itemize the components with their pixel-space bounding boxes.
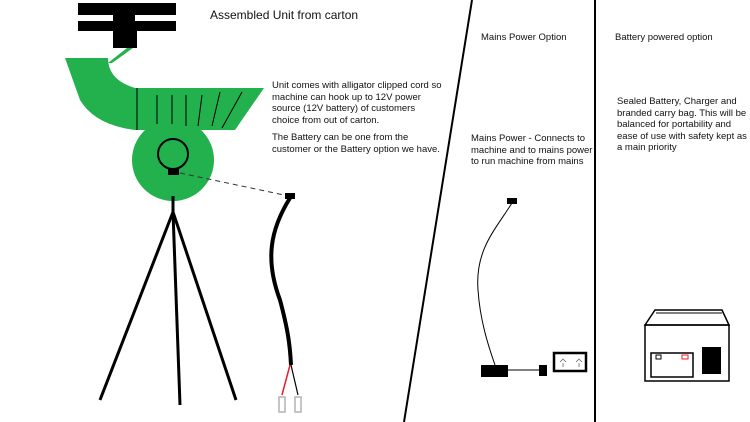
unit-description: Unit comes with alligator clipped cord s… bbox=[272, 80, 442, 161]
tripod bbox=[98, 196, 238, 406]
battery-title: Battery powered option bbox=[615, 32, 713, 43]
mains-adapter bbox=[477, 198, 547, 377]
alligator-cord bbox=[269, 193, 302, 413]
machine-body bbox=[65, 48, 264, 201]
battery-box bbox=[643, 309, 731, 382]
diagram-title: Assembled Unit from carton bbox=[210, 8, 359, 22]
mains-description: Mains Power - Connects to machine and to… bbox=[471, 133, 593, 167]
power-port bbox=[168, 169, 179, 175]
unit-text-2: The Battery can be one from the customer… bbox=[272, 132, 440, 155]
mains-title: Mains Power Option bbox=[481, 32, 567, 43]
funnel-lines bbox=[136, 88, 243, 130]
unit-text-1: Unit comes with alligator clipped cord s… bbox=[272, 80, 442, 126]
battery-description: Sealed Battery, Charger and branded carr… bbox=[617, 96, 747, 153]
wall-socket bbox=[552, 351, 588, 373]
hopper-top bbox=[78, 3, 176, 48]
divider-diagonal bbox=[403, 0, 473, 422]
